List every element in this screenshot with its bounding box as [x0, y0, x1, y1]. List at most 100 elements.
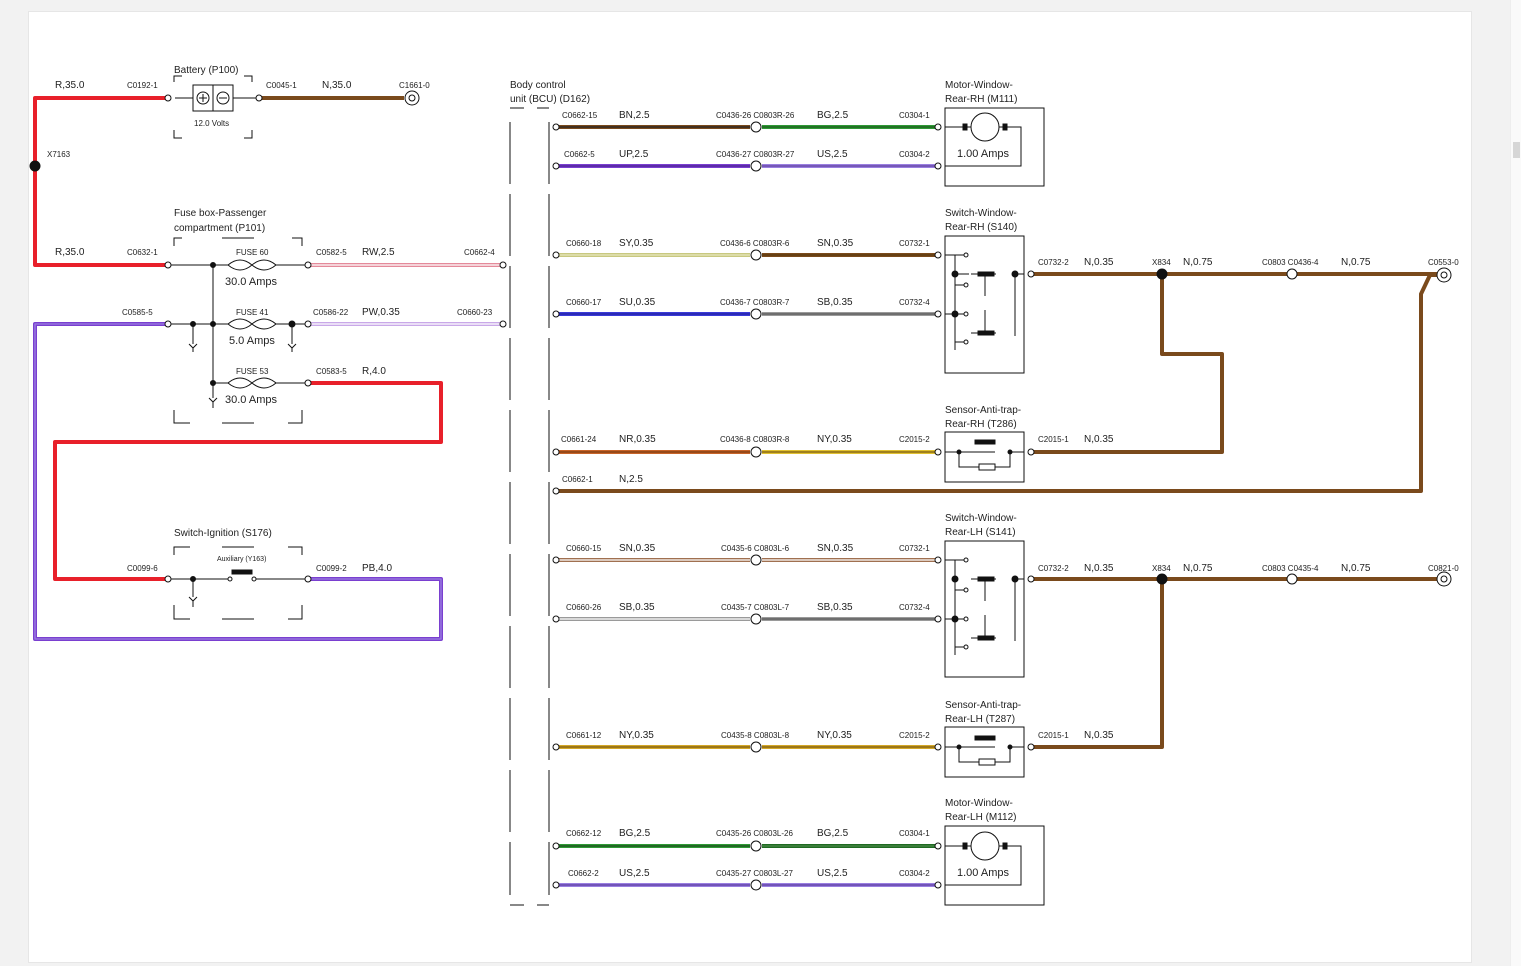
- inline-connector: [1286, 268, 1298, 280]
- connector-label: C0435-6 C0803L-6: [721, 544, 790, 553]
- connector-label: C0582-5: [316, 248, 347, 257]
- connector-label: C0732-2: [1038, 564, 1069, 573]
- bcu-title-1: Body control: [510, 80, 566, 91]
- wire-label: SB,0.35: [817, 297, 853, 308]
- fuse53-name: FUSE 53: [236, 367, 269, 376]
- component-outlines: [173, 75, 1045, 906]
- motor-lh-title-2: Rear-LH (M112): [945, 812, 1017, 823]
- battery-title: Battery (P100): [174, 65, 238, 76]
- connector-pin: [1027, 575, 1035, 583]
- connector-pin: [552, 487, 560, 495]
- motor-rh-title-1: Motor-Window-: [945, 80, 1013, 91]
- connector-label: C0660-26: [566, 603, 602, 612]
- fuse41-rating: 5.0 Amps: [229, 335, 275, 347]
- wire-label: US,2.5: [817, 868, 848, 879]
- wire-label: N,0.35: [1084, 434, 1114, 445]
- wire-label: NY,0.35: [619, 730, 654, 741]
- junction-dot: [190, 576, 196, 582]
- vertical-scrollbar[interactable]: [1510, 0, 1521, 966]
- connector-label: C0436-8 C0803R-8: [720, 435, 790, 444]
- connector-label: C0662-5: [564, 150, 595, 159]
- junction-dot: [210, 321, 216, 327]
- connector-label: C0553-0: [1428, 258, 1459, 267]
- connector-pin: [304, 575, 312, 583]
- wire-label: RW,2.5: [362, 247, 395, 258]
- wire-label: SN,0.35: [817, 543, 854, 554]
- connector-pin: [934, 448, 942, 456]
- wire-label: NY,0.35: [817, 434, 852, 445]
- connector-label: C0435-26 C0803L-26: [716, 829, 793, 838]
- wire-label: R,35.0: [55, 247, 85, 258]
- connector-label: C0436-26 C0803R-26: [716, 111, 795, 120]
- inline-connector: [750, 446, 762, 458]
- connector-label: C0304-2: [899, 150, 930, 159]
- connector-label: C0662-4: [464, 248, 495, 257]
- wire-label: R,4.0: [362, 366, 386, 377]
- connector-pin: [304, 261, 312, 269]
- switch-lh-box: [944, 540, 1025, 678]
- wire-label: SU,0.35: [619, 297, 656, 308]
- motor-rh-title-2: Rear-RH (M111): [945, 94, 1017, 105]
- connector-label: C0732-4: [899, 298, 930, 307]
- connector-label: C0661-12: [566, 731, 602, 740]
- wire-label: US,2.5: [619, 868, 650, 879]
- fusebox-frame: [173, 237, 303, 424]
- connector-pin: [552, 162, 560, 170]
- connector-label: C0662-15: [562, 111, 598, 120]
- connector-label: C0435-27 C0803L-27: [716, 869, 793, 878]
- connector-pin: [1027, 448, 1035, 456]
- ground-eyelet-inner: [1440, 575, 1448, 583]
- battery-frame: [173, 75, 253, 139]
- connector-pin: [934, 556, 942, 564]
- connector-pin: [164, 94, 172, 102]
- junction-dot: [210, 380, 216, 386]
- connector-label: C0099-2: [316, 564, 347, 573]
- connector-pin: [552, 556, 560, 564]
- wire-lh-sensor: [1031, 579, 1164, 749]
- scroll-thumb[interactable]: [1513, 142, 1520, 158]
- connector-label: C0099-6: [127, 564, 158, 573]
- connector-label: C2015-2: [899, 731, 930, 740]
- connector-label: C0660-23: [457, 308, 493, 317]
- connector-label: C0435-8 C0803L-8: [721, 731, 790, 740]
- switch-rh-title-2: Rear-RH (S140): [945, 222, 1017, 233]
- labels: Battery (P100) 12.0 Volts Fuse box-Passe…: [47, 65, 1459, 879]
- inline-connector: [750, 613, 762, 625]
- wire-label: BG,2.5: [817, 828, 849, 839]
- wire-label: SN,0.35: [619, 543, 656, 554]
- fuse53-rating: 30.0 Amps: [225, 394, 277, 406]
- wire-label: PW,0.35: [362, 307, 400, 318]
- connector-pin: [552, 310, 560, 318]
- inline-connector: [750, 308, 762, 320]
- wire-label: N,0.75: [1341, 563, 1371, 574]
- sensor-lh-title-2: Rear-LH (T287): [945, 714, 1015, 725]
- splice-x834-rh: X834: [1152, 258, 1171, 267]
- connector-label: C0435-7 C0803L-7: [721, 603, 790, 612]
- connector-label: C0045-1: [266, 81, 297, 90]
- connector-pin: [552, 743, 560, 751]
- motor-lh-rating: 1.00 Amps: [957, 867, 1009, 879]
- wire-r40: [53, 381, 443, 581]
- connector-pin: [304, 379, 312, 387]
- fuse60-name: FUSE 60: [236, 248, 269, 257]
- wires-layer: [33, 96, 1437, 887]
- inline-connector: [750, 879, 762, 891]
- splice-dot: [29, 160, 41, 172]
- connector-pin: [499, 320, 507, 328]
- connector-label: C1661-0: [399, 81, 430, 90]
- wire-label: NR,0.35: [619, 434, 656, 445]
- connector-label: C2015-1: [1038, 731, 1069, 740]
- wire-rh-sensor: [1031, 274, 1224, 454]
- wire-label: N,0.75: [1341, 257, 1371, 268]
- sensor-lh-title-1: Sensor-Anti-trap-: [945, 700, 1021, 711]
- splice-x834-lh: X834: [1152, 564, 1171, 573]
- inline-connector: [750, 249, 762, 261]
- connector-label: C0662-12: [566, 829, 602, 838]
- ignition-frame: [173, 546, 303, 620]
- switch-rh-title-1: Switch-Window-: [945, 208, 1017, 219]
- connector-pin: [499, 261, 507, 269]
- connector-label: C0732-4: [899, 603, 930, 612]
- wire-label: N,2.5: [619, 474, 643, 485]
- connector-pin: [552, 251, 560, 259]
